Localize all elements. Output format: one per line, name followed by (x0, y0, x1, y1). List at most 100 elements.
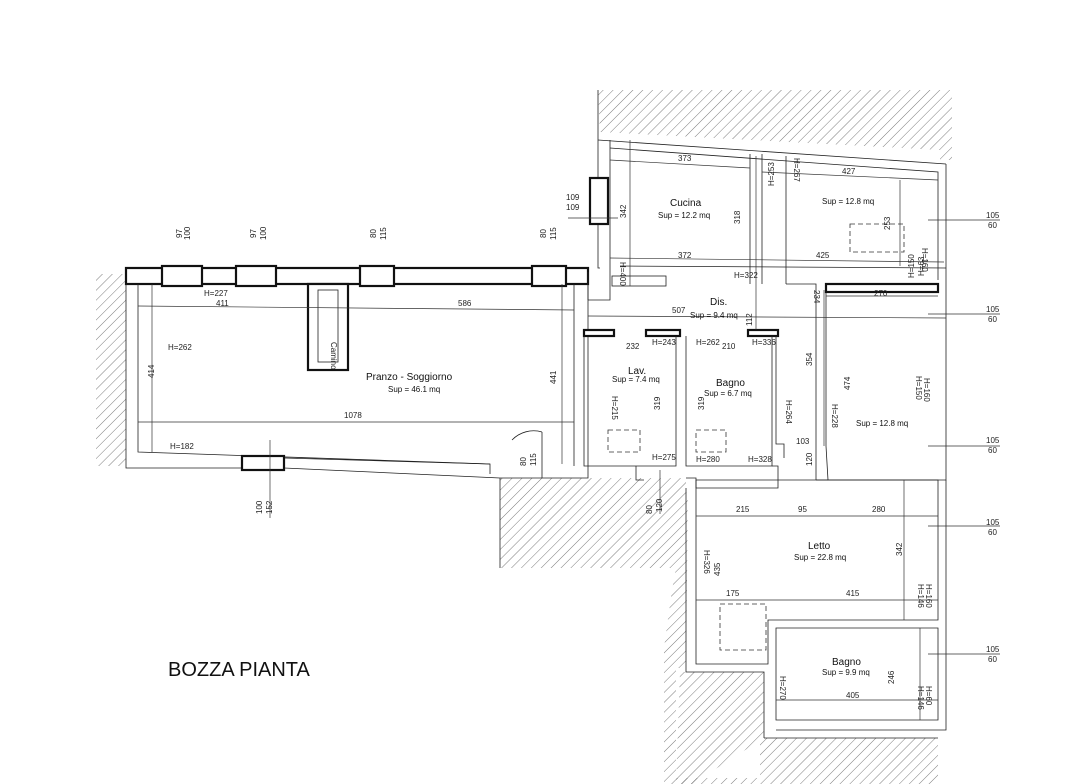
dim-label: 105 (986, 211, 1000, 220)
dim-label: 120 (655, 498, 664, 512)
dim-label: 474 (843, 376, 852, 390)
dim-label: 112 (745, 313, 754, 326)
dim-label: H=63 (917, 256, 926, 276)
dim-label: 246 (887, 670, 896, 684)
room-dis-name: Dis. (710, 297, 727, 308)
dim-label: 414 (147, 364, 156, 378)
dim-label: 215 (736, 505, 750, 514)
dim-label: 425 (816, 251, 830, 260)
room-bagno2-name: Bagno (832, 657, 861, 668)
dim-label: H=160 (922, 378, 931, 402)
room-camera1-area: Sup = 12.8 mq (822, 197, 874, 206)
dim-label: 319 (653, 396, 662, 410)
dim-label: H=150 (914, 376, 923, 400)
room-bagno1-name: Bagno (716, 378, 745, 389)
dim-label: H=150 (907, 254, 916, 278)
dim-label: 60 (988, 221, 997, 230)
room-lav-area: Sup = 7.4 mq (612, 375, 660, 384)
dim-label: 270 (874, 289, 888, 298)
dim-label: H=253 (767, 162, 776, 186)
dim-label: H=182 (170, 442, 194, 451)
dim-label: 342 (895, 542, 904, 556)
dim-label: H=160 (920, 248, 929, 272)
dim-label: 427 (842, 167, 856, 176)
dim-label: 60 (988, 446, 997, 455)
dim-label: H=267 (792, 158, 801, 182)
dim-label: 105 (986, 645, 1000, 654)
room-dis-area: Sup = 9.4 mq (690, 311, 738, 320)
dim-label: 105 (986, 436, 1000, 445)
room-letto-name: Letto (808, 541, 831, 552)
room-bagno1-area: Sup = 6.7 mq (704, 389, 752, 398)
dim-label: 60 (988, 655, 997, 664)
dim-label: H=227 (204, 289, 228, 298)
dimension-labels: 373 427 372 425 109 109 H=322 H=227 411 … (168, 154, 1000, 700)
dim-label: 373 (678, 154, 692, 163)
room-soggiorno-name: Pranzo - Soggiorno (366, 372, 453, 383)
room-bagno2-area: Sup = 9.9 mq (822, 668, 870, 677)
dim-label: 109 (566, 203, 580, 212)
dim-label: 103 (796, 437, 810, 446)
room-lav-name: Lav. (628, 366, 646, 377)
dim-label: 175 (726, 589, 740, 598)
dim-label: 507 (672, 306, 686, 315)
dim-label: 109 (566, 193, 580, 202)
dim-label: 97 (249, 229, 258, 238)
dim-label: H=228 (830, 404, 839, 428)
dim-label: 60 (988, 528, 997, 537)
dim-label: 435 (713, 562, 722, 576)
dim-label: H=215 (610, 396, 619, 420)
dim-label: H=146 (916, 584, 925, 608)
dim-label: 319 (697, 396, 706, 410)
dim-label: 354 (805, 352, 814, 366)
dim-label: 342 (619, 204, 628, 218)
dim-label: 441 (549, 370, 558, 384)
hatched-exterior (96, 90, 952, 784)
dim-label: H=326 (702, 550, 711, 574)
dim-label: H=328 (748, 455, 772, 464)
dim-label: 586 (458, 299, 472, 308)
plan-title: BOZZA PIANTA (168, 659, 311, 681)
dim-label: 115 (529, 453, 538, 466)
dim-label: 100 (259, 226, 268, 240)
dim-label: 115 (379, 227, 388, 240)
dim-label: 415 (846, 589, 860, 598)
dim-label: H=270 (778, 676, 787, 700)
room-cucina-name: Cucina (670, 198, 702, 209)
dim-label: 210 (722, 342, 736, 351)
dim-label: 411 (216, 299, 229, 308)
dim-label: 100 (255, 500, 264, 514)
room-letto-area: Sup = 22.8 mq (794, 553, 846, 562)
dim-label: 253 (883, 216, 892, 230)
room-labels: Pranzo - Soggiorno Sup = 46.1 mq Cucina … (329, 197, 908, 677)
dim-label: 405 (846, 691, 860, 700)
dim-label: 152 (265, 500, 274, 514)
dim-label: H=400 (618, 262, 627, 286)
dim-label: 97 (175, 229, 184, 238)
room-soggiorno-area: Sup = 46.1 mq (388, 385, 440, 394)
dimension-lines (137, 140, 1000, 720)
dim-label: 60 (988, 315, 997, 324)
dim-label: 232 (626, 342, 640, 351)
dim-label: 318 (733, 210, 742, 224)
dim-label: 1078 (344, 411, 362, 420)
dim-label: 100 (183, 226, 192, 240)
dim-label: H=262 (168, 343, 192, 352)
dim-label: 105 (986, 518, 1000, 527)
vertical-dimension-labels: 97 100 97 100 80 115 80 115 342 H=400 31… (147, 158, 933, 710)
dim-label: 105 (986, 305, 1000, 314)
dim-label: 80 (645, 505, 654, 514)
dim-label: 280 (872, 505, 886, 514)
room-cucina-area: Sup = 12.2 mq (658, 211, 710, 220)
camino-label: Camino (329, 342, 338, 370)
dim-label: H=280 (696, 455, 720, 464)
room-camera2-area: Sup = 12.8 mq (856, 419, 908, 428)
dim-label: H=275 (652, 453, 676, 462)
walls (124, 90, 947, 739)
dim-label: 80 (519, 457, 528, 466)
dim-label: H=160 (924, 584, 933, 608)
dim-label: 372 (678, 251, 692, 260)
dim-label: 120 (805, 452, 814, 466)
dim-label: H=264 (784, 400, 793, 424)
